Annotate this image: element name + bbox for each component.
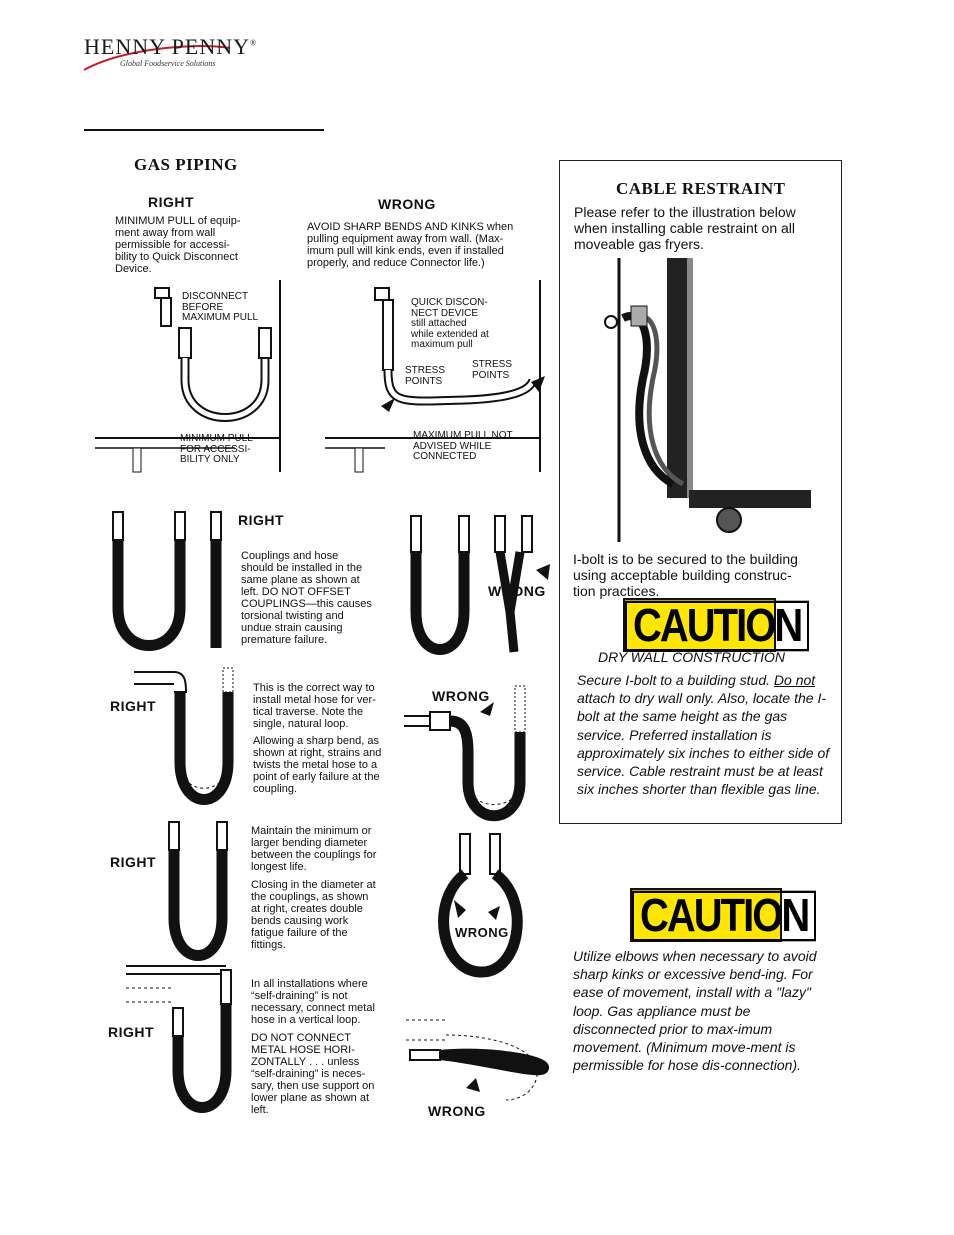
sec5-right-label: RIGHT (108, 1024, 155, 1040)
sec1-wrong-label: WRONG (378, 196, 436, 212)
sec2-wrong-label: WRONG (488, 583, 546, 599)
sec2-right-illustration (112, 511, 222, 651)
caution-sign-drywall: CAUTION (623, 598, 810, 652)
logo-tagline: Global Foodservice Solutions (120, 59, 216, 68)
sec1-wrong-illustration (325, 280, 545, 473)
cable-restraint-photo (603, 258, 815, 542)
sec1-right-label: RIGHT (148, 194, 195, 210)
page-title: GAS PIPING (134, 155, 238, 174)
cable-restraint-box (559, 160, 842, 824)
sec3-right-illustration (134, 667, 234, 805)
sec4-wrong-illustration (438, 833, 523, 978)
drywall-subtitle: DRY WALL CONSTRUCTION (598, 649, 785, 665)
sec5-text1: In all installations where“self-draining… (251, 978, 375, 1026)
sec5-right-illustration (126, 965, 232, 1113)
sec4-wrong-label: WRONG (455, 925, 509, 940)
sec3-wrong-label: WRONG (432, 688, 490, 704)
sec4-right-illustration (168, 821, 228, 961)
sec4-right-label: RIGHT (110, 854, 157, 870)
sec5-wrong-label: WRONG (428, 1103, 486, 1119)
sec1-right-illustration (95, 280, 281, 473)
logo: HENNY PENNY® (84, 34, 258, 59)
sec3-right-label: RIGHT (110, 698, 157, 714)
sec3-wrong-illustration (404, 685, 526, 822)
section-rule (84, 129, 324, 131)
caution-sign-elbows: CAUTION (630, 888, 817, 942)
drywall-warning: Secure I-bolt to a building stud. Do not… (577, 672, 830, 798)
sec2-wrong-illustration (410, 515, 550, 655)
sec1-right-text: MINIMUM PULL of equip-ment away from wal… (115, 215, 241, 275)
sec2-right-label: RIGHT (238, 512, 285, 528)
cable-restraint-title: CABLE RESTRAINT (616, 179, 786, 198)
elbows-text: Utilize elbows when necessary to avoid s… (573, 948, 817, 1074)
logo-swoosh (83, 45, 231, 71)
sec5-wrong-illustration (406, 1019, 549, 1101)
